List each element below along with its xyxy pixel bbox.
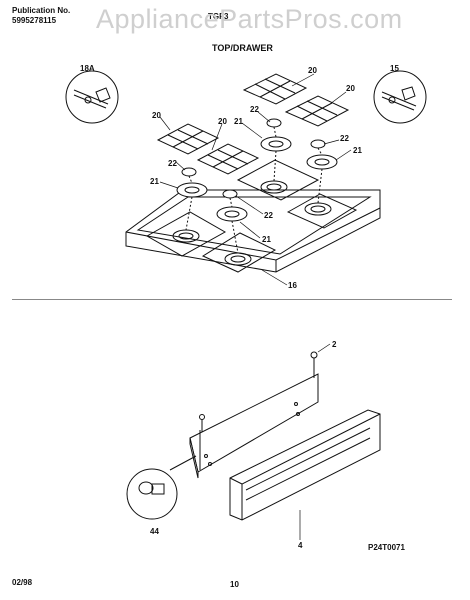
drawer-front-panel <box>229 409 381 521</box>
burner-base <box>172 180 332 266</box>
roller-inset <box>126 455 197 520</box>
publication-number: 5995278115 <box>12 16 57 25</box>
model-number: TGF3 <box>208 12 229 21</box>
page-number: 10 <box>230 580 239 589</box>
grate <box>156 73 350 175</box>
callout-20: 20 <box>218 117 227 126</box>
callout-21: 21 <box>234 117 243 126</box>
callout-20: 20 <box>308 66 317 75</box>
callout-44: 44 <box>150 527 159 536</box>
callout-21: 21 <box>262 235 271 244</box>
callout-15: 15 <box>390 64 399 73</box>
callout-22: 22 <box>264 211 273 220</box>
callout-20: 20 <box>152 111 161 120</box>
callout-16: 16 <box>288 281 297 290</box>
footer-date: 02/98 <box>12 578 33 587</box>
callout-21: 21 <box>150 177 159 186</box>
callout-22: 22 <box>168 159 177 168</box>
drawer-back-panel <box>189 373 319 479</box>
callout-18a: 18A <box>80 64 95 73</box>
callout-22: 22 <box>340 134 349 143</box>
callout-2: 2 <box>332 340 337 349</box>
watermark: AppliancePartsPros.com <box>96 4 403 34</box>
section-divider <box>12 299 452 300</box>
figure-id: P24T0071 <box>368 543 405 552</box>
assembly-lines <box>185 126 323 254</box>
leader-lines <box>159 73 352 286</box>
inset-detail-left <box>65 70 119 124</box>
page-title: TOP/DRAWER <box>212 43 273 53</box>
callout-20: 20 <box>346 84 355 93</box>
callout-21: 21 <box>353 146 362 155</box>
cooktop-body <box>125 159 381 273</box>
burner-caps <box>181 118 326 199</box>
callout-22: 22 <box>250 105 259 114</box>
inset-detail-right <box>373 70 427 124</box>
drawer-leader-lines <box>299 343 331 540</box>
publication-label: Publication No. <box>12 6 71 15</box>
callout-4: 4 <box>298 541 303 550</box>
drawer-screw <box>199 351 318 432</box>
